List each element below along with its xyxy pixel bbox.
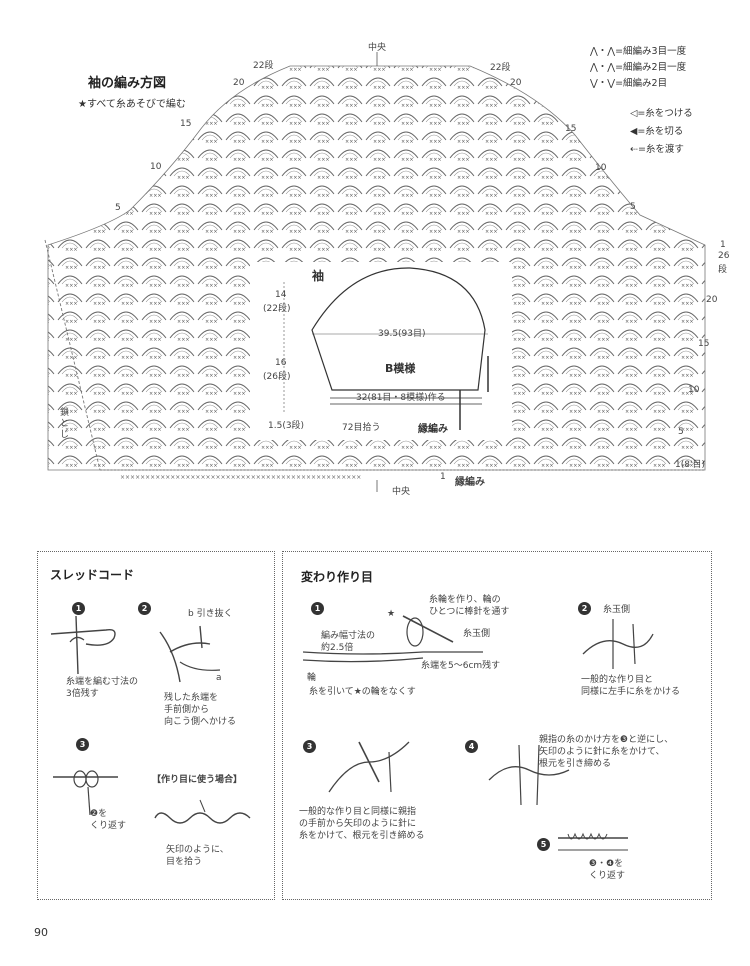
- thread-cord-panel: スレッドコード 1 糸端を編む寸法の 3倍残す 2 b 引き抜く a 残した糸端…: [37, 551, 275, 900]
- row-lower-20: 20: [706, 295, 718, 305]
- row-left-20: 20: [233, 78, 245, 88]
- schematic-pattern: B模様: [385, 362, 416, 375]
- sco-step1-num: 1: [311, 602, 324, 615]
- row-lower-15: 15: [698, 339, 710, 349]
- tc-step2-num: 2: [138, 602, 151, 615]
- sco-note1d: 糸端を5〜6cm残す: [421, 661, 501, 671]
- row-right-22: 22段: [490, 63, 511, 73]
- tc-step3-illustration: [53, 770, 118, 816]
- sco-step4-num: 4: [465, 740, 478, 753]
- legend-sym-1: ⋀・⋀: [590, 46, 616, 57]
- legend-label-1: =細編み3目一度: [615, 46, 687, 57]
- schematic-h1-rows: (22段): [263, 304, 291, 314]
- tc-usage-title: 【作り目に使う場合】: [152, 775, 243, 785]
- sco-step1-illustration: [303, 615, 483, 663]
- tc-usage-illustration: [154, 799, 251, 824]
- attach-yarn-icon: ◁: [630, 108, 638, 119]
- row-26-dan: 段: [718, 265, 728, 275]
- sco-note4: 親指の糸のかけ方を❸と逆にし、 矢印のように針に糸をかけて、 根元を引き締める: [539, 735, 674, 769]
- tc-step2-a: a: [216, 673, 222, 683]
- sco-note1e: 輪: [307, 673, 317, 683]
- legend-sym-2: ⋀・⋀: [590, 62, 616, 73]
- sco-star: ★: [387, 609, 396, 619]
- row-26-num: 26: [718, 251, 730, 261]
- sco-note1c: 編み幅寸法の 約2.5倍: [321, 631, 376, 653]
- sco-title: 変わり作り目: [301, 570, 374, 584]
- bottom-edging-label: 縁編み: [455, 477, 485, 488]
- schematic-width-top: 39.5(93目): [378, 329, 426, 339]
- bottom-row-1: 1: [440, 472, 446, 482]
- cut-yarn-icon: ◀: [630, 126, 638, 137]
- schematic-h3: 1.5(3段): [268, 421, 305, 431]
- tc-step3-note: ❷を くり返す: [90, 809, 127, 831]
- sco-step2-illustration: [582, 619, 654, 669]
- tc-step2-note: 残した糸端を 手前側から 向こう側へかける: [164, 693, 237, 727]
- row-right-10: 10: [595, 163, 607, 173]
- tc-step3-num: 3: [76, 738, 89, 751]
- schematic-pickup: 72目拾う: [342, 423, 381, 433]
- sco-note2b: 一般的な作り目と 同様に左手に糸をかける: [581, 675, 681, 697]
- schematic-h1: 14: [275, 290, 287, 300]
- row-26-1: 1: [720, 240, 726, 250]
- row-right-5: 5: [630, 202, 636, 212]
- left-chain-note: 鎖とじ: [60, 408, 70, 440]
- tc-usage-note: 矢印のように、 目を拾う: [166, 845, 229, 867]
- sco-note5: ❸・❹を くり返す: [589, 859, 626, 881]
- sco-note3: 一般的な作り目と同様に親指 の手前から矢印のように針に 糸をかけて、根元を引き締…: [299, 807, 425, 841]
- row-right-15: 15: [565, 124, 577, 134]
- row-left-5: 5: [115, 203, 121, 213]
- schematic-edging: 縁編み: [418, 424, 448, 435]
- schematic-h2: 16: [275, 358, 287, 368]
- sco-note1b: 糸玉側: [463, 629, 491, 639]
- diagram-subtitle: ★すべて糸あそびで編む: [78, 99, 186, 110]
- sco-step5-num: 5: [537, 838, 550, 851]
- tc-step2-b: b 引き抜く: [188, 609, 233, 619]
- center-bottom-label: 中央: [392, 487, 411, 497]
- row-right-20: 20: [510, 78, 522, 88]
- legend-label-2: =細編み2目一度: [615, 62, 687, 73]
- special-cast-on-panel: 変わり作り目 1 ★ 糸輪を作り、輪の ひとつに棒針を通す 糸玉側 編み幅寸法の…: [282, 551, 712, 900]
- sco-step3-illustration: [328, 741, 410, 793]
- row-1-label: 1(8'目): [675, 460, 705, 470]
- center-top-label: 中央: [368, 43, 387, 53]
- legend-sym-3: ⋁・⋁: [590, 78, 616, 89]
- row-lower-10: 10: [688, 385, 700, 395]
- pass-yarn-icon: ⇠: [630, 144, 638, 155]
- tc-step1-illustration: [50, 615, 116, 674]
- schematic-title: 袖: [312, 269, 325, 283]
- schematic-h2-rows: (26段): [263, 372, 291, 382]
- sco-note2a: 糸玉側: [603, 605, 631, 615]
- legend: ⋀・⋀=細編み3目一度 ⋀・⋀=細編み2目一度 ⋁・⋁=細編み2目 ◁=糸をつけ…: [590, 43, 745, 159]
- sco-step2-num: 2: [578, 602, 591, 615]
- diagram-title: 袖の編み方図: [88, 76, 167, 91]
- row-left-10: 10: [150, 162, 162, 172]
- tc-step2-illustration: [159, 625, 221, 683]
- tc-step1-num: 1: [72, 602, 85, 615]
- thread-cord-title: スレッドコード: [50, 568, 135, 582]
- sco-step4-illustration: [488, 744, 570, 806]
- legend-label-6: =糸を渡す: [637, 144, 684, 155]
- tc-step1-note: 糸端を編む寸法の 3倍残す: [66, 677, 139, 699]
- sco-note1f: 糸を引いて★の輪をなくす: [309, 687, 416, 697]
- legend-label-4: =糸をつける: [637, 108, 693, 119]
- row-lower-5: 5: [678, 427, 684, 437]
- row-left-15: 15: [180, 119, 192, 129]
- sco-note1a: 糸輪を作り、輪の ひとつに棒針を通す: [429, 595, 510, 617]
- legend-label-3: =細編み2目: [615, 78, 668, 89]
- crochet-chart: ××× ××××××××××××××××××××××××××××××××××××…: [44, 52, 706, 492]
- page-number: 90: [34, 926, 48, 939]
- schematic-width-bottom: 32(81目・8模様)作る: [356, 393, 446, 403]
- sco-step5-illustration: [558, 832, 628, 851]
- legend-label-5: =糸を切る: [637, 126, 684, 137]
- sleeve-schematic: [283, 267, 489, 430]
- row-left-22: 22段: [253, 61, 274, 71]
- sco-step3-num: 3: [303, 740, 316, 753]
- svg-text:××××××××××××××××××××××××××××××: ××××××××××××××××××××××××××××××××××××××××…: [120, 474, 361, 481]
